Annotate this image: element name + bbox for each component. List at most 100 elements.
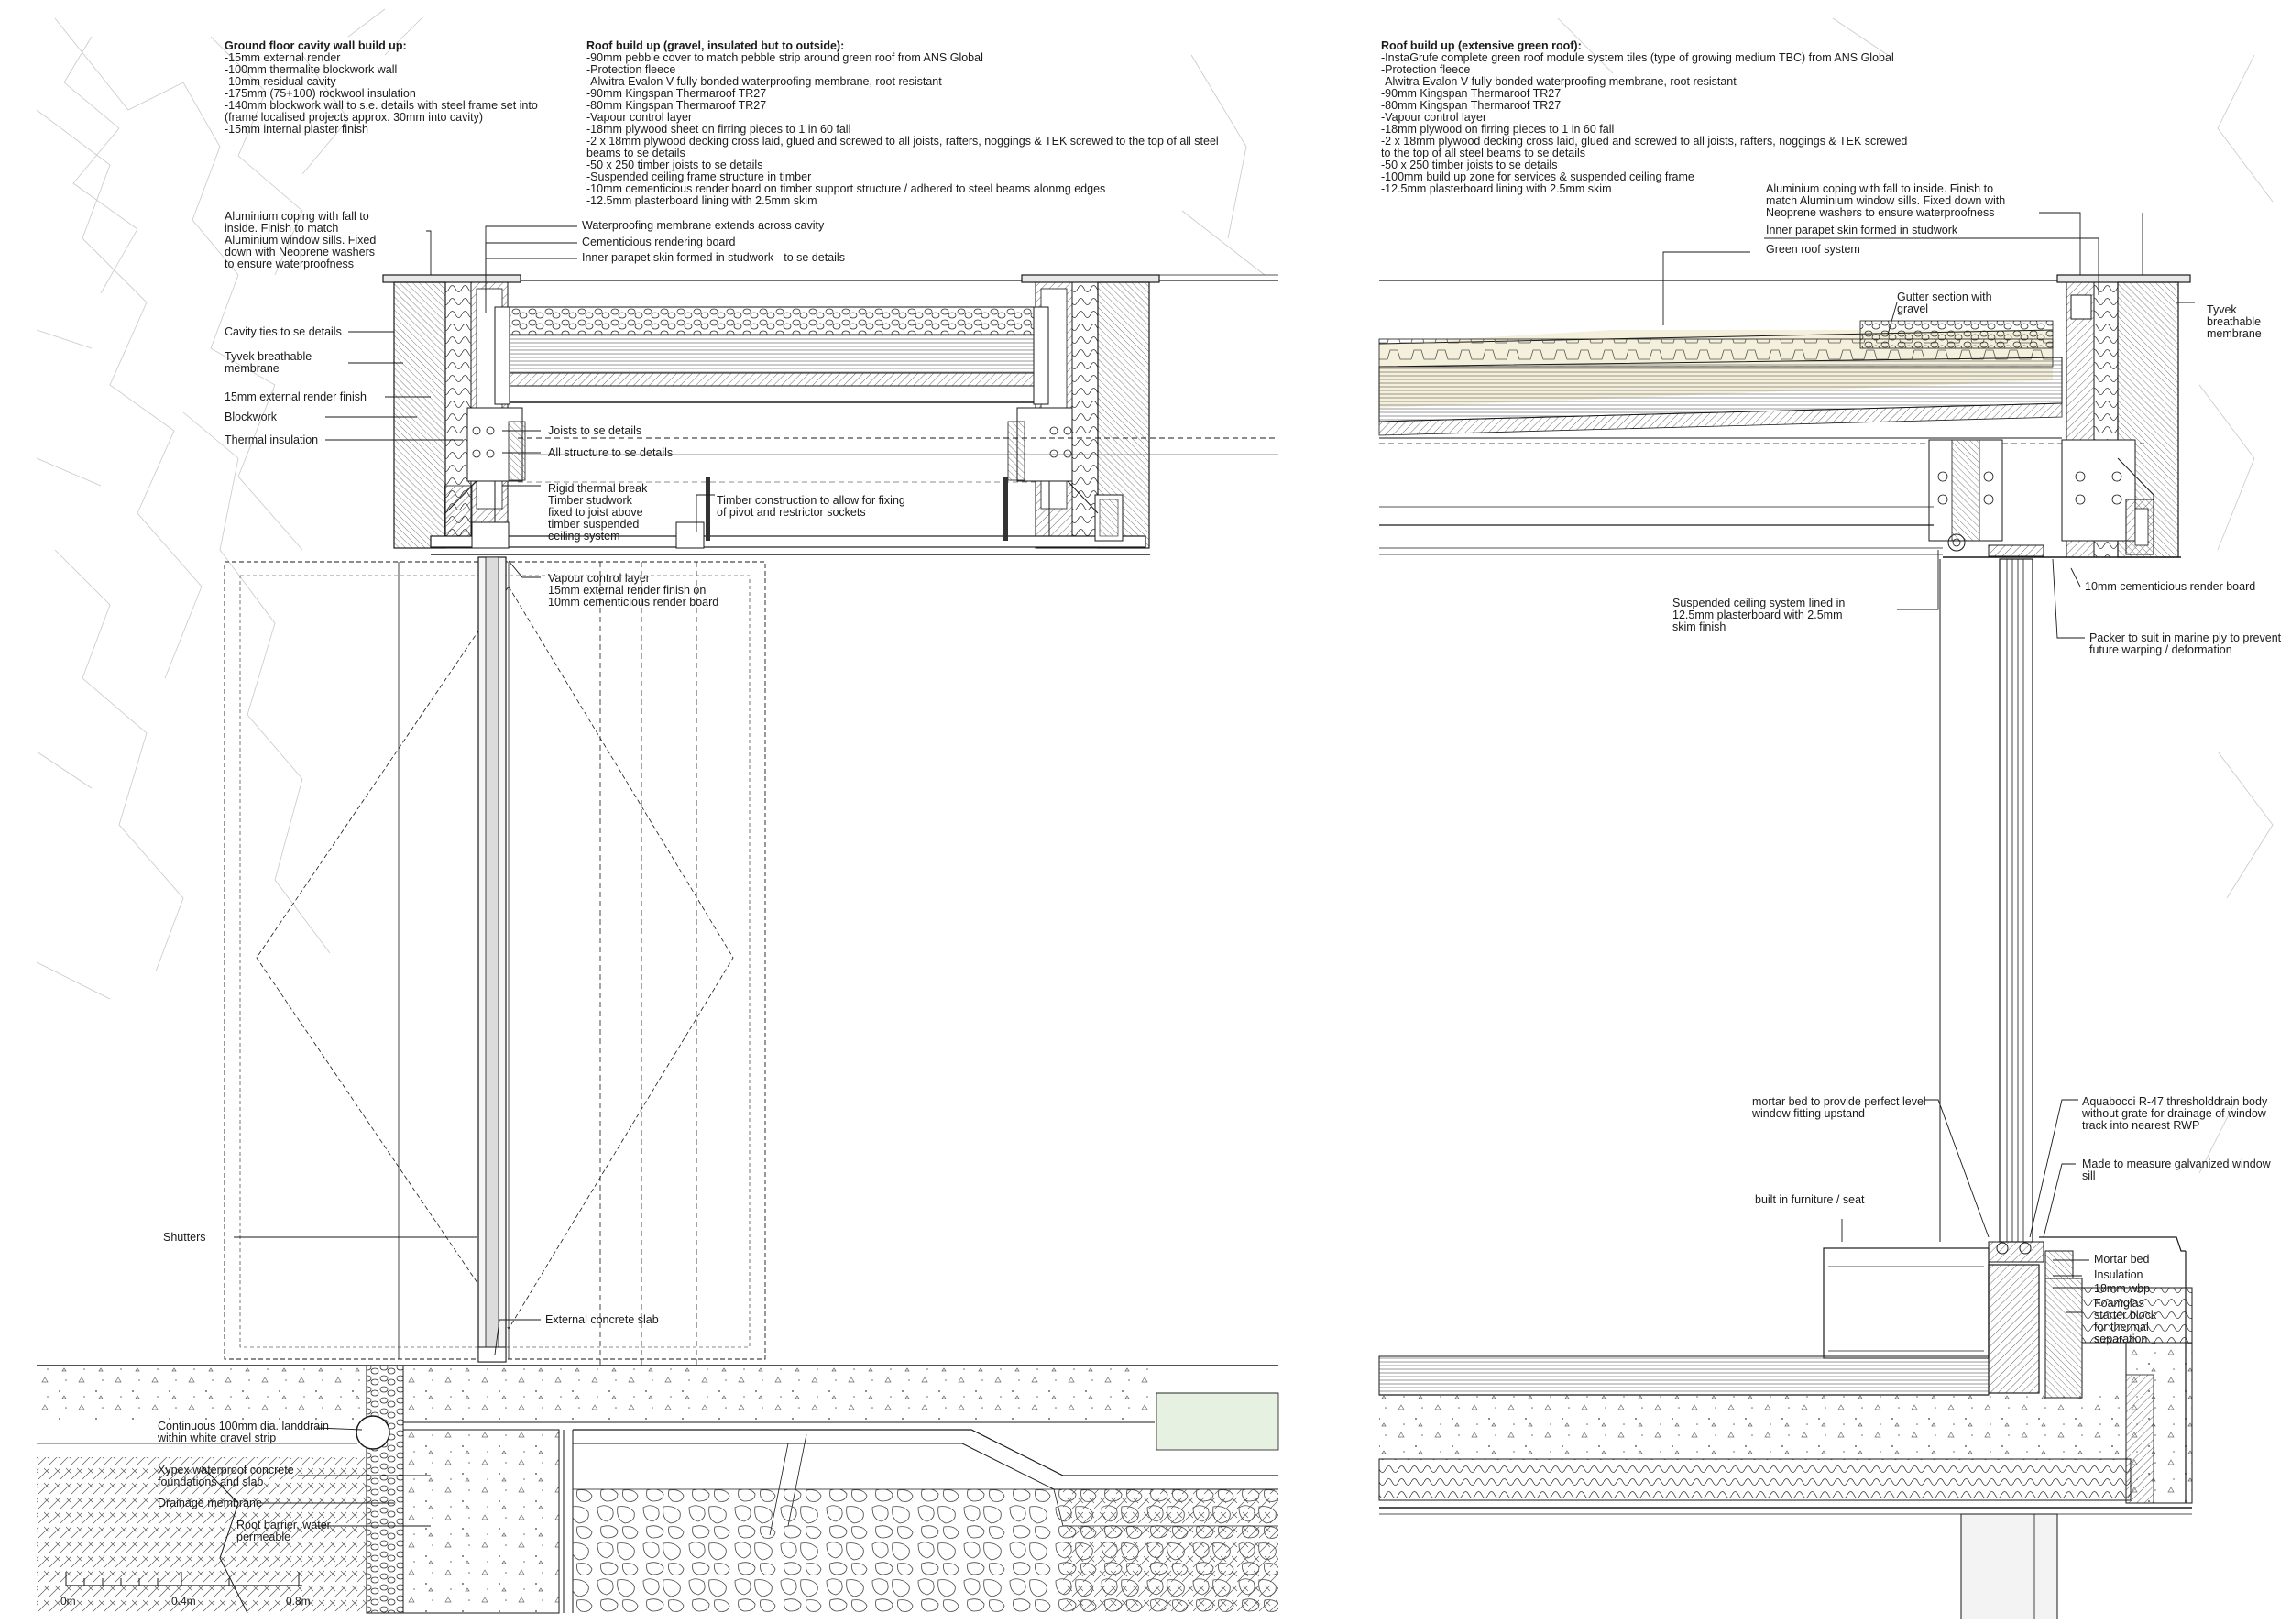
label-waterproofing: Waterproofing membrane extends across ca…: [582, 219, 825, 232]
label-line: separation: [2094, 1333, 2148, 1345]
label-tyvek-right: Tyvek breathable membrane: [2207, 304, 2262, 340]
label-green-roof: Green roof system: [1766, 243, 1860, 256]
note-line: -Vapour control layer: [1381, 111, 1487, 124]
note-line: -100mm build up zone for services & susp…: [1381, 170, 1694, 183]
label-thermal: Thermal insulation: [225, 433, 319, 446]
label-line: permeable: [236, 1531, 291, 1543]
label-line: 15mm external render finish on: [548, 584, 707, 597]
label-line: Suspended ceiling system lined in: [1672, 597, 1846, 609]
note-line: to the top of all steel beams to se deta…: [1381, 147, 1586, 159]
scale-label-04: 0.4m: [171, 1595, 196, 1608]
label-vapour-left: Vapour control layer 15mm external rende…: [548, 573, 718, 609]
scale-label-0: 0m: [60, 1595, 76, 1608]
label-line: of pivot and restrictor sockets: [717, 506, 866, 519]
label-mortar-bed: Mortar bed: [2094, 1253, 2150, 1266]
label-line: ceiling system: [548, 530, 620, 543]
label-blockwork: Blockwork: [225, 411, 277, 423]
label-inner-parapet: Inner parapet skin formed in studwork - …: [582, 251, 845, 264]
label-line: inside. Finish to match: [225, 222, 339, 235]
note-line: -Protection fleece: [1381, 63, 1471, 76]
label-line: down with Neoprene washers: [225, 246, 375, 258]
label-cementicious: Cementicious rendering board: [582, 236, 736, 248]
background-sketch: [36, 8, 2274, 1174]
label-rigid-thermal-break: Rigid thermal break Timber studwork fixe…: [548, 483, 647, 543]
label-line: within white gravel strip: [158, 1432, 277, 1444]
label-render-board-right: 10mm cementicious render board: [2085, 580, 2256, 593]
note-line: -2 x 18mm plywood decking cross laid, gl…: [1381, 135, 1908, 148]
label-root-barrier: Root barrier, water permeable: [236, 1520, 331, 1543]
label-line: Aluminium coping with fall to inside. Fi…: [1766, 182, 1994, 195]
label-line: future warping / deformation: [2089, 643, 2232, 656]
label-line: window fitting upstand: [1752, 1107, 1865, 1120]
label-line: Aquabocci R-47 thresholddrain body: [2082, 1095, 2268, 1108]
note-line: -2 x 18mm plywood decking cross laid, gl…: [586, 135, 1219, 148]
note-line: beams to se details: [586, 147, 685, 159]
label-furniture: built in furniture / seat: [1755, 1193, 1865, 1206]
label-line: without grate for drainage of window: [2082, 1107, 2266, 1120]
note-line: -Suspended ceiling frame structure in ti…: [586, 170, 812, 183]
label-line: Rigid thermal break: [548, 482, 648, 495]
note-line: -18mm plywood on firring pieces to 1 in …: [1381, 123, 1615, 136]
label-line: Timber studwork: [548, 494, 632, 507]
wall-buildup-notes: Ground floor cavity wall build up: -15mm…: [225, 40, 538, 136]
label-line: Timber construction to allow for fixing: [717, 494, 905, 507]
label-coping-left: Aluminium coping with fall to inside. Fi…: [225, 211, 376, 270]
label-line: timber suspended: [548, 518, 640, 531]
note-line: -100mm thermalite blockwork wall: [225, 63, 398, 76]
label-line: skim finish: [1672, 620, 1726, 633]
note-line: -12.5mm plasterboard lining with 2.5mm s…: [1381, 182, 1612, 195]
label-suspended-ceiling: Suspended ceiling system lined in 12.5mm…: [1672, 598, 1845, 633]
label-foamglas: Foamglas starter block for thermal separ…: [2094, 1298, 2156, 1345]
note-line: -15mm external render: [225, 51, 341, 64]
label-timber-construction: Timber construction to allow for fixing …: [717, 495, 905, 519]
right-roof-buildup-notes: Roof build up (extensive green roof): -I…: [1381, 40, 1907, 195]
label-line: breathable: [2207, 315, 2262, 328]
label-line: track into nearest RWP: [2082, 1119, 2200, 1132]
label-aquabocci: Aquabocci R-47 thresholddrain body witho…: [2082, 1096, 2267, 1132]
note-line: -10mm residual cavity: [225, 75, 336, 88]
label-line: membrane: [225, 362, 280, 375]
label-line: Foamglas: [2094, 1297, 2144, 1310]
label-line: Continuous 100mm dia. landdrain: [158, 1420, 329, 1432]
note-line: -18mm plywood sheet on firring pieces to…: [586, 123, 851, 136]
note-line: -175mm (75+100) rockwool insulation: [225, 87, 416, 100]
note-line: -Alwitra Evalon V fully bonded waterproo…: [1381, 75, 1737, 88]
label-line: Gutter section with: [1897, 291, 1992, 303]
label-inner-parapet-right: Inner parapet skin formed in studwork: [1766, 224, 1958, 236]
label-mortar-level: mortar bed to provide perfect level wind…: [1752, 1096, 1926, 1120]
label-line: gravel: [1897, 302, 1929, 315]
label-line: sill: [2082, 1169, 2096, 1182]
label-line: Aluminium window sills. Fixed: [225, 234, 377, 247]
right-roof-buildup-title: Roof build up (extensive green roof):: [1381, 39, 1582, 52]
note-line: -50 x 250 timber joists to se details: [1381, 159, 1558, 171]
note-line: -50 x 250 timber joists to se details: [586, 159, 763, 171]
left-leader-lines: [234, 225, 715, 1527]
right-leader-lines: [1662, 212, 2195, 1313]
note-line: -10mm cementicious render board on timbe…: [586, 182, 1106, 195]
note-line: (frame localised projects approx. 30mm i…: [225, 111, 484, 124]
label-joists: Joists to se details: [548, 424, 642, 437]
note-line: -90mm pebble cover to match pebble strip…: [586, 51, 983, 64]
label-insulation: Insulation: [2094, 1268, 2143, 1281]
label-line: starter block: [2094, 1309, 2157, 1322]
note-line: -90mm Kingspan Thermaroof TR27: [1381, 87, 1562, 100]
label-render15: 15mm external render finish: [225, 390, 367, 403]
label-line: 12.5mm plasterboard with 2.5mm: [1672, 609, 1843, 621]
note-line: -Alwitra Evalon V fully bonded waterproo…: [586, 75, 942, 88]
label-line: Vapour control layer: [548, 572, 650, 585]
label-xypex: Xypex waterproof concrete foundations an…: [158, 1465, 294, 1488]
label-line: for thermal: [2094, 1321, 2149, 1333]
label-all-structure: All structure to se details: [548, 446, 674, 459]
label-line: Packer to suit in marine ply to prevent: [2089, 631, 2282, 644]
label-tyvek-left: Tyvek breathable membrane: [225, 351, 312, 375]
label-line: Xypex waterproof concrete: [158, 1464, 294, 1476]
label-line: Tyvek: [2207, 303, 2237, 316]
label-line: foundations and slab: [158, 1476, 264, 1488]
label-line: match Aluminium window sills. Fixed down…: [1766, 194, 2006, 207]
note-line: -15mm internal plaster finish: [225, 123, 369, 136]
label-coping-right: Aluminium coping with fall to inside. Fi…: [1766, 183, 2005, 219]
scale-label-08: 0.8m: [286, 1595, 311, 1608]
note-line: -Protection fleece: [586, 63, 676, 76]
note-line: -80mm Kingspan Thermaroof TR27: [586, 99, 767, 112]
